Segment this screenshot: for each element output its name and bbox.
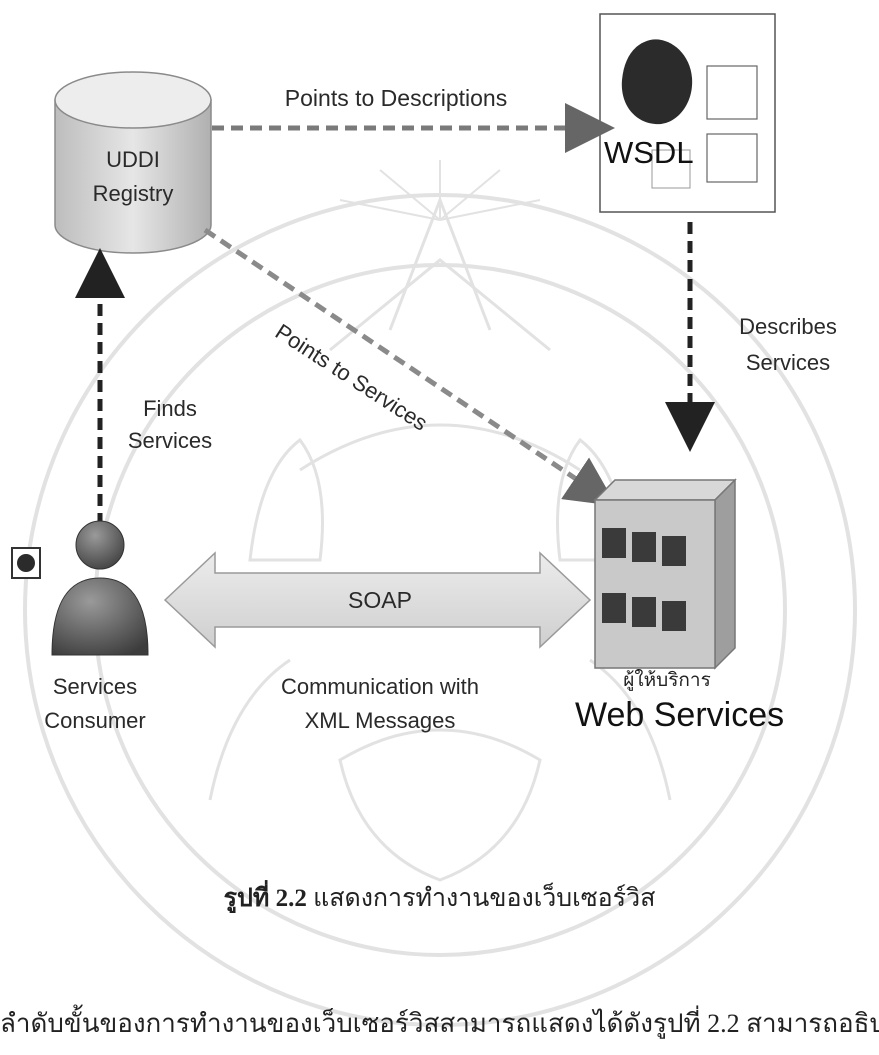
globe-icon xyxy=(621,39,693,125)
describes-services-line1: Describes xyxy=(739,314,837,339)
body-paragraph: ลำดับขั้นของการทำงานของเว็บเซอร์วิสสามาร… xyxy=(0,1009,879,1038)
communication-line1: Communication with xyxy=(280,674,480,699)
consumer-label-line2: Consumer xyxy=(44,708,146,733)
uddi-label-line1: UDDI xyxy=(106,147,160,172)
consumer-label-line1: Services xyxy=(52,674,138,699)
uddi-registry-cylinder xyxy=(54,71,212,254)
communication-line2: XML Messages xyxy=(304,708,456,733)
finds-services-line1: Finds xyxy=(143,396,197,421)
provider-thai-label: ผู้ให้บริการ xyxy=(623,669,711,691)
computer-globe-icon xyxy=(11,547,41,579)
figure-caption-prefix: รูปที่ 2.2 xyxy=(223,885,307,912)
finds-services-line2: Services xyxy=(127,428,213,453)
soap-double-arrow xyxy=(163,551,592,649)
figure-caption: รูปที่ 2.2 แสดงการทำงานของเว็บเซอร์วิส xyxy=(0,878,879,918)
wsdl-document-icon xyxy=(599,13,776,213)
describes-services-line2: Services xyxy=(745,350,831,375)
building-icon xyxy=(593,478,737,670)
provider-label: Web Services xyxy=(575,696,785,734)
figure-caption-text: แสดงการทำงานของเว็บเซอร์วิส xyxy=(306,885,656,912)
person-icon xyxy=(51,520,149,656)
soap-label: SOAP xyxy=(348,587,412,613)
points-to-services-arrow xyxy=(203,227,617,507)
points-to-descriptions-label: Points to Descriptions xyxy=(284,85,508,111)
uddi-label-line2: Registry xyxy=(92,181,174,206)
wsdl-label: WSDL xyxy=(604,135,694,170)
watermark-seal xyxy=(23,160,857,1027)
